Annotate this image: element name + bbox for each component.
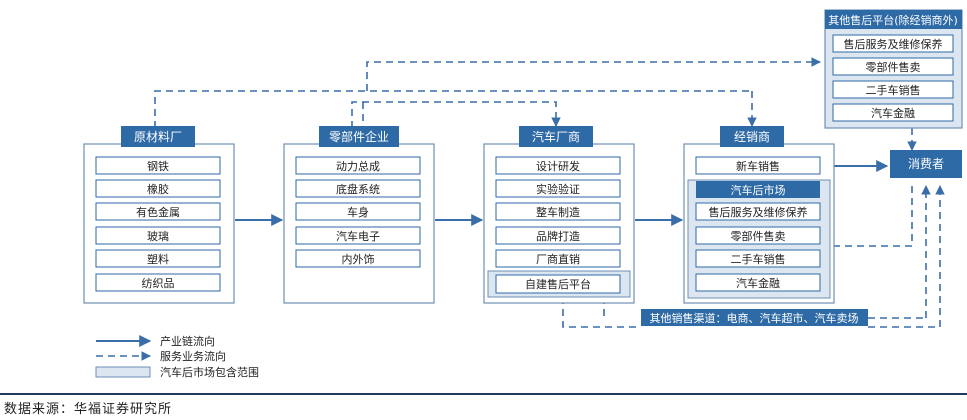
parts-item: 动力总成 [336, 159, 380, 173]
other-platform-item: 汽车金融 [871, 106, 915, 120]
parts-item: 内外饰 [342, 252, 375, 266]
consumer-label: 消费者 [908, 157, 944, 171]
dealer-after-item: 零部件售卖 [731, 229, 786, 243]
raw-item: 橡胶 [147, 182, 169, 196]
item-box [832, 34, 954, 53]
raw-materials-items: 钢铁 橡胶 有色金属 玻璃 塑料 纺织品 [95, 156, 221, 292]
oem-platform: 自建售后平台 [525, 277, 591, 291]
raw-materials-title: 原材料厂 [134, 130, 182, 144]
item-box [695, 156, 821, 175]
service-flow-line [154, 90, 752, 128]
item-box [295, 202, 421, 221]
other-channels-label: 其他销售渠道：电商、汽车超市、汽车卖场 [650, 311, 859, 325]
legend: 产业链流向 服务业务流向 汽车后市场包含范围 [95, 334, 259, 379]
raw-item: 有色金属 [136, 205, 180, 219]
service-flow-line [351, 101, 561, 128]
service-flow-line [833, 186, 913, 247]
item-box [95, 249, 221, 268]
service-flow-lines [154, 57, 945, 328]
item-box [95, 273, 221, 292]
legend-scope-swatch [95, 366, 151, 378]
item-box [95, 226, 221, 245]
other-platform-item: 零部件售卖 [866, 60, 921, 74]
item-box [295, 156, 421, 175]
item-box [495, 226, 621, 245]
dealer-group: 经销商 新车销售 汽车后市场 售后服务及维修保养 零部件售卖 二手车销售 汽车金… [683, 126, 835, 304]
item-box [695, 202, 821, 221]
raw-item: 塑料 [147, 252, 169, 266]
oem-group: 汽车厂商 设计研发 实验验证 整车制造 品牌打造 厂商直销 自建售后平台 [483, 126, 635, 304]
item-box [695, 226, 821, 245]
raw-item: 纺织品 [142, 276, 175, 290]
item-box [695, 273, 821, 292]
service-flow-line [366, 57, 821, 91]
dealer-title: 经销商 [734, 129, 770, 144]
item-box [495, 156, 621, 175]
parts-item: 车身 [347, 205, 369, 219]
footer-divider [0, 393, 967, 395]
parts-suppliers-group: 零部件企业 动力总成 底盘系统 车身 汽车电子 内外饰 [283, 126, 435, 304]
item-box [832, 103, 954, 122]
legend-service-label: 服务业务流向 [160, 349, 226, 363]
other-channels-node: 其他销售渠道：电商、汽车超市、汽车卖场 [641, 309, 868, 326]
source-note: 数据来源：华福证券研究所 [4, 402, 173, 417]
raw-item: 钢铁 [147, 160, 169, 173]
item-box [495, 249, 621, 268]
item-box [295, 179, 421, 198]
item-box [95, 156, 221, 175]
service-flow-line [562, 297, 641, 328]
dealer-after-item: 售后服务及维修保养 [709, 205, 808, 219]
dealer-new-car: 新车销售 [736, 159, 780, 173]
other-platform-item: 二手车销售 [866, 83, 921, 97]
other-platform-item: 售后服务及维修保养 [844, 37, 943, 51]
item-box [295, 226, 421, 245]
item-box [95, 202, 221, 221]
parts-suppliers-title: 零部件企业 [329, 129, 389, 144]
legend-scope-label: 汽车后市场包含范围 [160, 365, 259, 379]
raw-item: 玻璃 [147, 229, 169, 243]
item-box [295, 249, 421, 268]
parts-item: 底盘系统 [336, 182, 380, 196]
oem-item: 设计研发 [536, 159, 580, 173]
consumer-node: 消费者 [890, 150, 962, 178]
other-platform-title: 其他售后平台(除经销商外) [828, 13, 958, 27]
dealer-aftermarket-title: 汽车后市场 [731, 183, 786, 197]
industry-flow-lines [235, 160, 889, 226]
oem-item: 整车制造 [536, 205, 580, 219]
legend-industry-label: 产业链流向 [160, 334, 215, 348]
item-box [495, 202, 621, 221]
oem-item: 品牌打造 [536, 229, 580, 243]
dealer-after-item: 二手车销售 [731, 252, 786, 266]
item-box [495, 274, 621, 294]
parts-item: 汽车电子 [336, 229, 380, 243]
dealer-after-item: 汽车金融 [736, 276, 780, 290]
raw-materials-group: 原材料厂 钢铁 橡胶 有色金属 玻璃 塑料 纺织品 [83, 126, 235, 304]
oem-title: 汽车厂商 [532, 129, 580, 144]
oem-item: 实验验证 [536, 182, 580, 196]
item-box [495, 179, 621, 198]
item-box [95, 179, 221, 198]
oem-item: 厂商直销 [536, 252, 580, 266]
item-box [695, 249, 821, 268]
other-platform-group: 其他售后平台(除经销商外) 售后服务及维修保养 零部件售卖 二手车销售 汽车金融 [824, 9, 963, 129]
item-box [832, 57, 954, 76]
item-box [832, 80, 954, 99]
